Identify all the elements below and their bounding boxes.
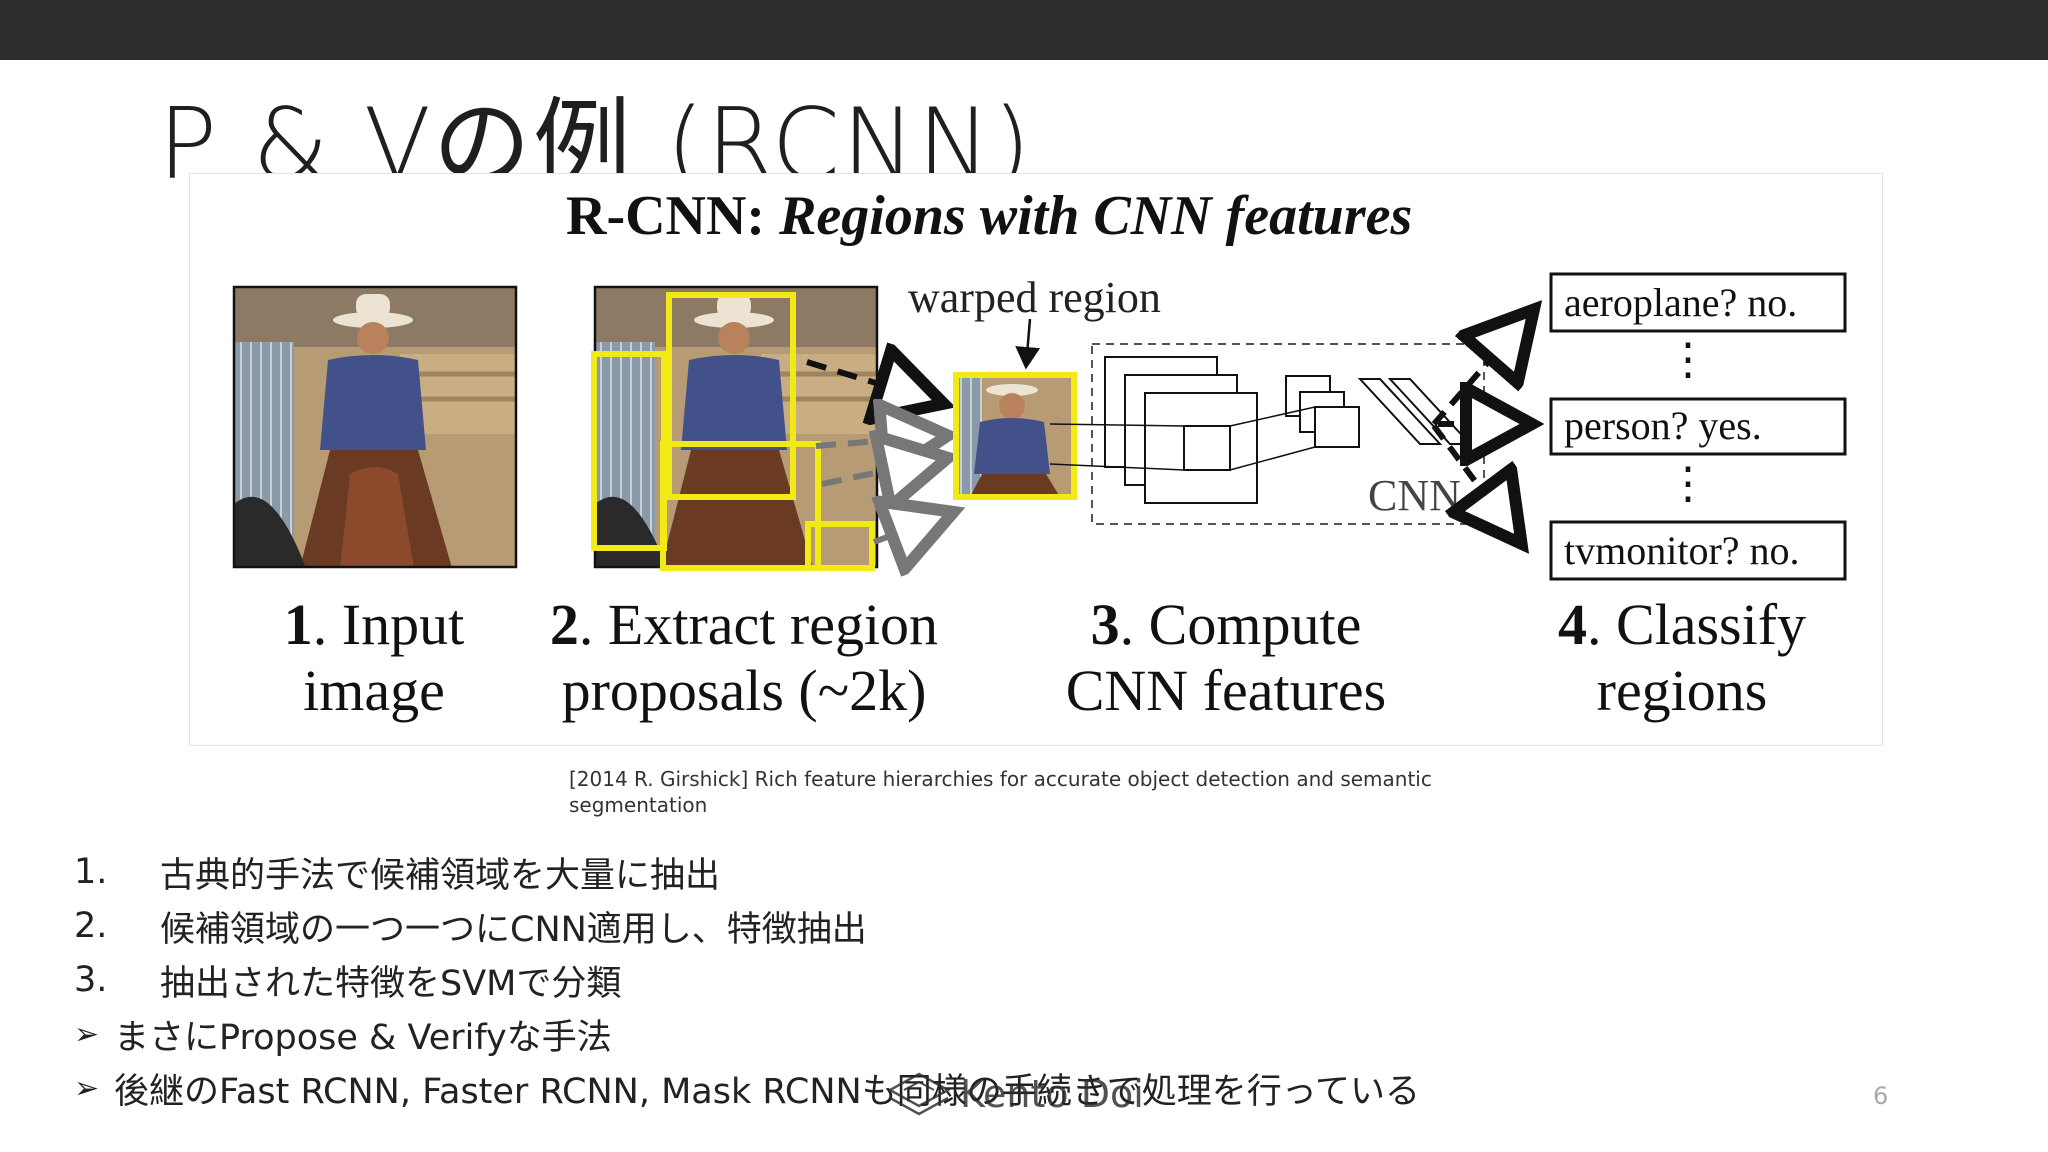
warped-region-label: warped region bbox=[908, 273, 1161, 322]
class-box-person: person? yes. bbox=[1549, 397, 1847, 456]
list-number: 1. bbox=[74, 852, 108, 892]
list-number: 2. bbox=[74, 906, 108, 946]
figure-caption: [2014 R. Girshick] Rich feature hierarch… bbox=[569, 767, 1432, 817]
step-4-line2: regions bbox=[1597, 658, 1768, 723]
step-2-line2: proposals (~2k) bbox=[562, 658, 927, 723]
list-item: ➢ 後継のFast RCNN, Faster RCNN, Mask RCNNも同… bbox=[74, 1061, 1874, 1115]
list-text: まさにPropose & Verifyな手法 bbox=[114, 1017, 612, 1058]
list-text: 候補領域の一つ一つにCNN適用し、特徴抽出 bbox=[160, 909, 867, 950]
watermark: Kento Doi bbox=[884, 1068, 1184, 1122]
step-4-line1: 4. Classify bbox=[1558, 592, 1806, 657]
step-3-line2: CNN features bbox=[1066, 658, 1387, 723]
warped-region-image bbox=[953, 372, 1077, 500]
list-text: 古典的手法で候補領域を大量に抽出 bbox=[160, 855, 721, 896]
arrow-bullet-icon: ➢ bbox=[74, 1070, 100, 1106]
list-item: 1. 古典的手法で候補領域を大量に抽出 bbox=[74, 845, 1874, 899]
proposals-image bbox=[591, 285, 879, 571]
cnn-label: CNN bbox=[1368, 471, 1461, 520]
arrow-bullet-icon: ➢ bbox=[74, 1016, 100, 1052]
step-2-line1: 2. Extract region bbox=[550, 592, 938, 657]
class-label-tvmonitor: tvmonitor? no. bbox=[1564, 528, 1800, 573]
cnn-block: CNN bbox=[1049, 343, 1485, 525]
class-arrows bbox=[1431, 314, 1530, 539]
page-number: 6 bbox=[1873, 1082, 1889, 1110]
class-box-tvmonitor: tvmonitor? no. bbox=[1549, 520, 1847, 581]
ellipsis-2: ⋮ bbox=[1666, 459, 1710, 508]
bullet-list: 1. 古典的手法で候補領域を大量に抽出 2. 候補領域の一つ一つにCNN適用し、… bbox=[74, 845, 1874, 1115]
top-bar bbox=[0, 0, 2048, 60]
kento-doi-logo-icon bbox=[887, 1072, 951, 1116]
list-text: 後継のFast RCNN, Faster RCNN, Mask RCNNも同様の… bbox=[114, 1071, 1420, 1112]
rcnn-figure: R-CNN: Regions with CNN features bbox=[189, 173, 1883, 746]
rcnn-diagram: R-CNN: Regions with CNN features bbox=[232, 185, 1847, 723]
figure-title: R-CNN: Regions with CNN features bbox=[566, 185, 1412, 247]
watermark-text: Kento Doi bbox=[960, 1072, 1144, 1116]
class-box-aeroplane: aeroplane? no. bbox=[1549, 272, 1847, 333]
step-1-line1: 1. Input bbox=[284, 592, 464, 657]
list-item: 2. 候補領域の一つ一つにCNN適用し、特徴抽出 bbox=[74, 899, 1874, 953]
warped-pointer bbox=[1015, 318, 1041, 370]
class-label-person: person? yes. bbox=[1564, 403, 1762, 448]
list-text: 抽出された特徴をSVMで分類 bbox=[160, 963, 622, 1004]
list-item: 3. 抽出された特徴をSVMで分類 bbox=[74, 953, 1874, 1007]
input-image bbox=[232, 285, 518, 569]
class-label-aeroplane: aeroplane? no. bbox=[1564, 280, 1797, 325]
list-number: 3. bbox=[74, 960, 108, 1000]
step-1-line2: image bbox=[303, 658, 445, 723]
list-item: ➢ まさにPropose & Verifyな手法 bbox=[74, 1007, 1874, 1061]
step-3-line1: 3. Compute bbox=[1091, 592, 1362, 657]
proposal-arrows bbox=[806, 362, 948, 542]
ellipsis-1: ⋮ bbox=[1666, 335, 1710, 384]
